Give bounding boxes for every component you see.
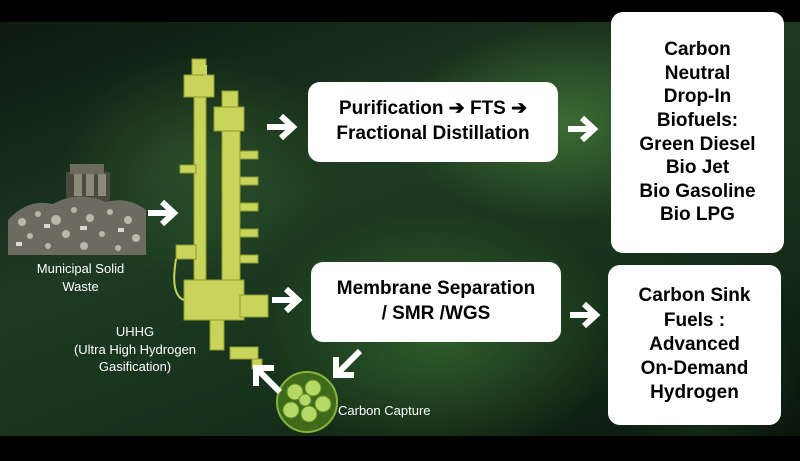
arrow-msw-to-gasifier (148, 199, 179, 227)
carbon-capture-image (276, 371, 338, 433)
arrow-to-purification (267, 113, 298, 141)
waste-pile-image (8, 164, 146, 255)
uhhg-gasifier-image (173, 58, 269, 370)
arrow-to-biofuels (568, 115, 599, 143)
arrow-membrane-to-capture (333, 348, 363, 378)
carbon-capture-label: Carbon Capture (338, 403, 431, 418)
sink-fuels-box: Carbon Sink Fuels : Advanced On-Demand H… (608, 265, 781, 425)
msw-label: Municipal Solid Waste (36, 261, 125, 294)
uhhg-label: UHHG (Ultra High Hydrogen Gasification) (73, 324, 197, 375)
arrow-to-sink-fuels (570, 301, 601, 329)
biofuels-box: Carbon Neutral Drop-In Biofuels: Green D… (611, 12, 784, 253)
arrow-to-membrane (272, 286, 303, 314)
membrane-box: Membrane Separation / SMR /WGS (311, 262, 561, 342)
arrow-capture-to-gasifier (253, 365, 283, 395)
purification-box: Purification ➔ FTS ➔ Fractional Distilla… (308, 82, 558, 162)
